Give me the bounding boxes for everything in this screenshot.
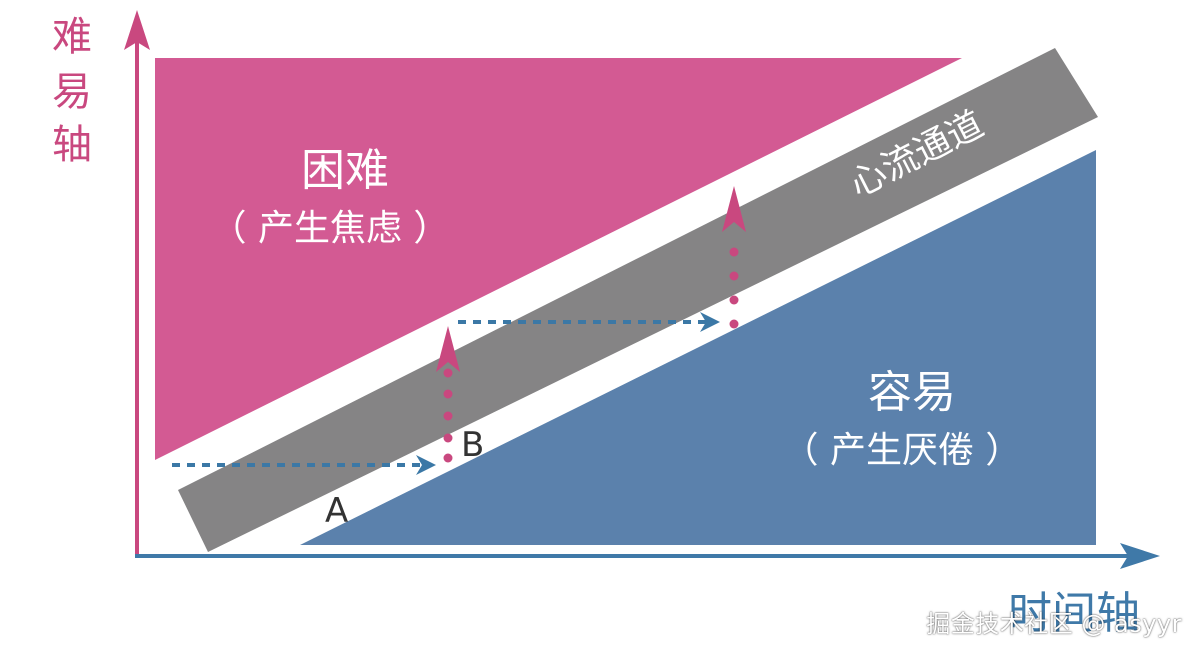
point-a-label: A [325,491,348,531]
hard-region [155,58,962,460]
dotted-arrow-up-1 [436,326,460,463]
easy-subtitle: （ 产生厌倦 ） [783,430,1022,471]
dotted-arrow-up-2 [722,186,746,329]
y-axis-label-char-1: 难 [52,14,92,60]
y-axis-arrowhead [124,10,150,50]
hard-title: 困难 [301,145,389,196]
point-b-label: B [461,425,484,465]
easy-title: 容易 [868,367,956,418]
watermark: 掘金技术社区 @ asyyr [926,610,1182,638]
x-axis-label: 时间轴 [1008,588,1140,639]
hard-subtitle: （ 产生焦虑 ） [211,208,450,249]
flow-channel [178,48,1098,552]
x-axis-arrowhead [1120,543,1160,569]
y-axis-label-char-3: 轴 [52,122,92,168]
easy-region [300,150,1096,545]
y-axis-label-char-2: 易 [52,69,92,115]
